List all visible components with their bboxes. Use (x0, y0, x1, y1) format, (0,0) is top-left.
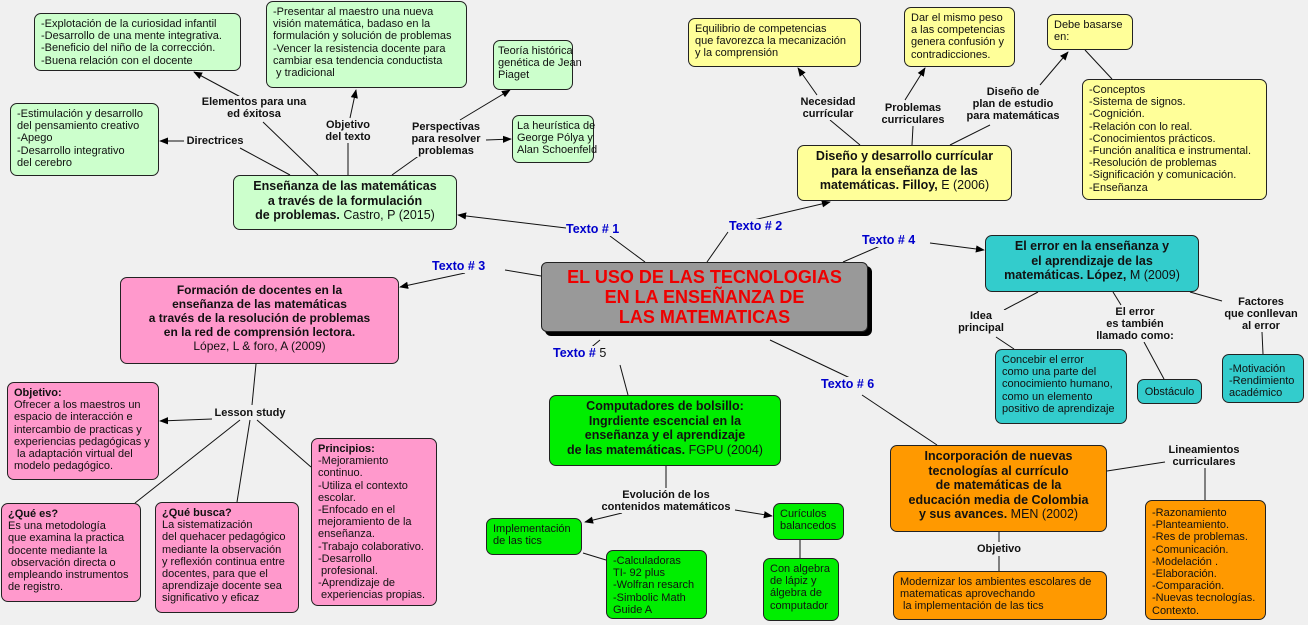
texto4-idea-box: Concebir el error como una parte del con… (995, 349, 1127, 424)
link-texto-5: Texto # 5 (553, 346, 607, 360)
link-texto-5-number: 5 (595, 346, 607, 360)
label-objetivo-t6: Objetivo (975, 543, 1023, 555)
label-necesidad: Necesidad currícular (799, 96, 857, 120)
texto1-objetivo-box: -Presentar al maestro una nueva visión m… (266, 1, 467, 88)
busca-text: La sistematización del quehacer pedagógi… (162, 519, 286, 605)
principios-heading: Principios: (318, 443, 375, 455)
central-topic: EL USO DE LAS TECNOLOGIAS EN LA ENSEÑANZ… (541, 262, 868, 332)
label-problemas-curriculares: Problemas curriculares (880, 102, 946, 126)
label-evolucion: Evolución de los contenidos matemáticos (600, 489, 732, 513)
label-directrices: Directrices (185, 135, 245, 147)
texto2-peso-box: Dar el mismo peso a las competencias gen… (904, 7, 1015, 67)
texto4-node: El error en la enseñanza y el aprendizaj… (985, 235, 1199, 292)
busca-heading: ¿Qué busca? (162, 507, 232, 519)
texto2-title: Diseño y desarrollo currícular para la e… (815, 149, 994, 192)
texto3-node: Formación de docentes en la enseñanza de… (120, 277, 399, 364)
texto1-polya-box: La heurística de George Pólya y Alan Sch… (512, 115, 597, 163)
texto2-equilibrio-box: Equilibrio de competencias que favorezca… (688, 18, 861, 67)
texto5-algebra-box: Con algebra de lápiz y álgebra de comput… (763, 558, 839, 621)
label-diseno-plan: Diseño de plan de estudio para matemátic… (965, 86, 1061, 122)
texto4-factores-box: -Motivación -Rendimiento académico (1222, 354, 1304, 403)
texto2-node: Diseño y desarrollo currícular para la e… (797, 145, 1012, 201)
texto3-busca-box: ¿Qué busca?La sistematización del quehac… (155, 502, 299, 613)
texto5-title: Computadores de bolsillo: Ingrdiente esc… (567, 399, 746, 457)
link-texto-3: Texto # 3 (432, 259, 486, 273)
texto6-objetivo-box: Modernizar los ambientes escolares de ma… (893, 571, 1107, 620)
texto6-node: Incorporación de nuevas tecnologías al c… (890, 445, 1107, 532)
texto1-node: Enseñanza de las matemáticas a través de… (233, 175, 457, 230)
link-texto-4: Texto # 4 (862, 233, 916, 247)
label-llamado-como: El error es también llamado como: (1095, 306, 1175, 342)
label-objetivo-texto: Objetivo del texto (324, 119, 372, 143)
link-texto-5-label: Texto # (553, 346, 596, 360)
texto3-title: Formación de docentes en la enseñanza de… (148, 283, 371, 339)
texto4-author: M (2009) (1126, 268, 1180, 282)
label-lesson-study: Lesson study (213, 407, 287, 419)
texto1-piaget-box: Teoría histórica genética de Jean Piaget (493, 40, 582, 90)
quees-heading: ¿Qué es? (8, 508, 59, 520)
texto1-directrices-box: -Estimulación y desarrollo del pensamien… (10, 103, 159, 176)
link-texto-6: Texto # 6 (821, 377, 875, 391)
label-perspectivas: Perspectivas para resolver problemas (410, 121, 482, 157)
texto3-quees-box: ¿Qué es?Es una metodología que examina l… (1, 503, 141, 602)
quees-text: Es una metodología que examina la practi… (8, 520, 129, 594)
texto3-objetivo-box: Objetivo:Ofrecer a los maestros un espac… (7, 382, 159, 480)
link-texto-2: Texto # 2 (729, 219, 783, 233)
texto1-author: Castro, P (2015) (339, 208, 435, 222)
texto2-lista-box: -Conceptos -Sistema de signos. -Cognició… (1082, 79, 1267, 200)
label-idea-principal: Idea principal (957, 310, 1005, 334)
texto6-lineamientos-box: -Razonamiento -Planteamiento. -Res de pr… (1145, 500, 1266, 620)
principios-text: -Mejoramiento continuo. -Utiliza el cont… (318, 455, 426, 602)
texto6-title: Incorporación de nuevas tecnologías al c… (908, 449, 1089, 521)
texto4-title: El error en la enseñanza y el aprendizaj… (1004, 239, 1170, 282)
texto5-author: FGPU (2004) (685, 442, 763, 457)
texto4-obstaculo-box: Obstáculo (1137, 379, 1202, 404)
texto5-curriculos-box: Curículos balancedos (773, 503, 844, 540)
texto1-title: Enseñanza de las matemáticas a través de… (253, 179, 437, 222)
texto3-principios-box: Principios:-Mejoramiento continuo. -Util… (311, 438, 437, 606)
texto5-calculadoras-box: -Calculadoras TI- 92 plus -Wolfran resar… (606, 550, 707, 619)
label-factores: Factores que conllevan al error (1223, 296, 1299, 332)
label-elementos: Elementos para una ed éxitosa (200, 96, 308, 120)
texto2-author: E (2006) (937, 178, 990, 192)
texto6-author: MEN (2002) (1007, 507, 1079, 521)
texto3-author: López, L & foro, A (2009) (193, 339, 326, 353)
texto5-tics-box: Implementación de las tics (486, 518, 582, 555)
objetivo-text: Ofrecer a los maestros un espacio de int… (14, 399, 150, 473)
link-texto-1: Texto # 1 (566, 222, 620, 236)
texto2-basarse-box: Debe basarse en: (1047, 14, 1133, 50)
objetivo-heading: Objetivo: (14, 387, 62, 399)
label-lineamientos: Lineamientos curriculares (1167, 444, 1241, 468)
texto5-node: Computadores de bolsillo: Ingrdiente esc… (549, 395, 781, 466)
texto1-elementos-box: -Explotación de la curiosidad infantil -… (34, 13, 241, 71)
